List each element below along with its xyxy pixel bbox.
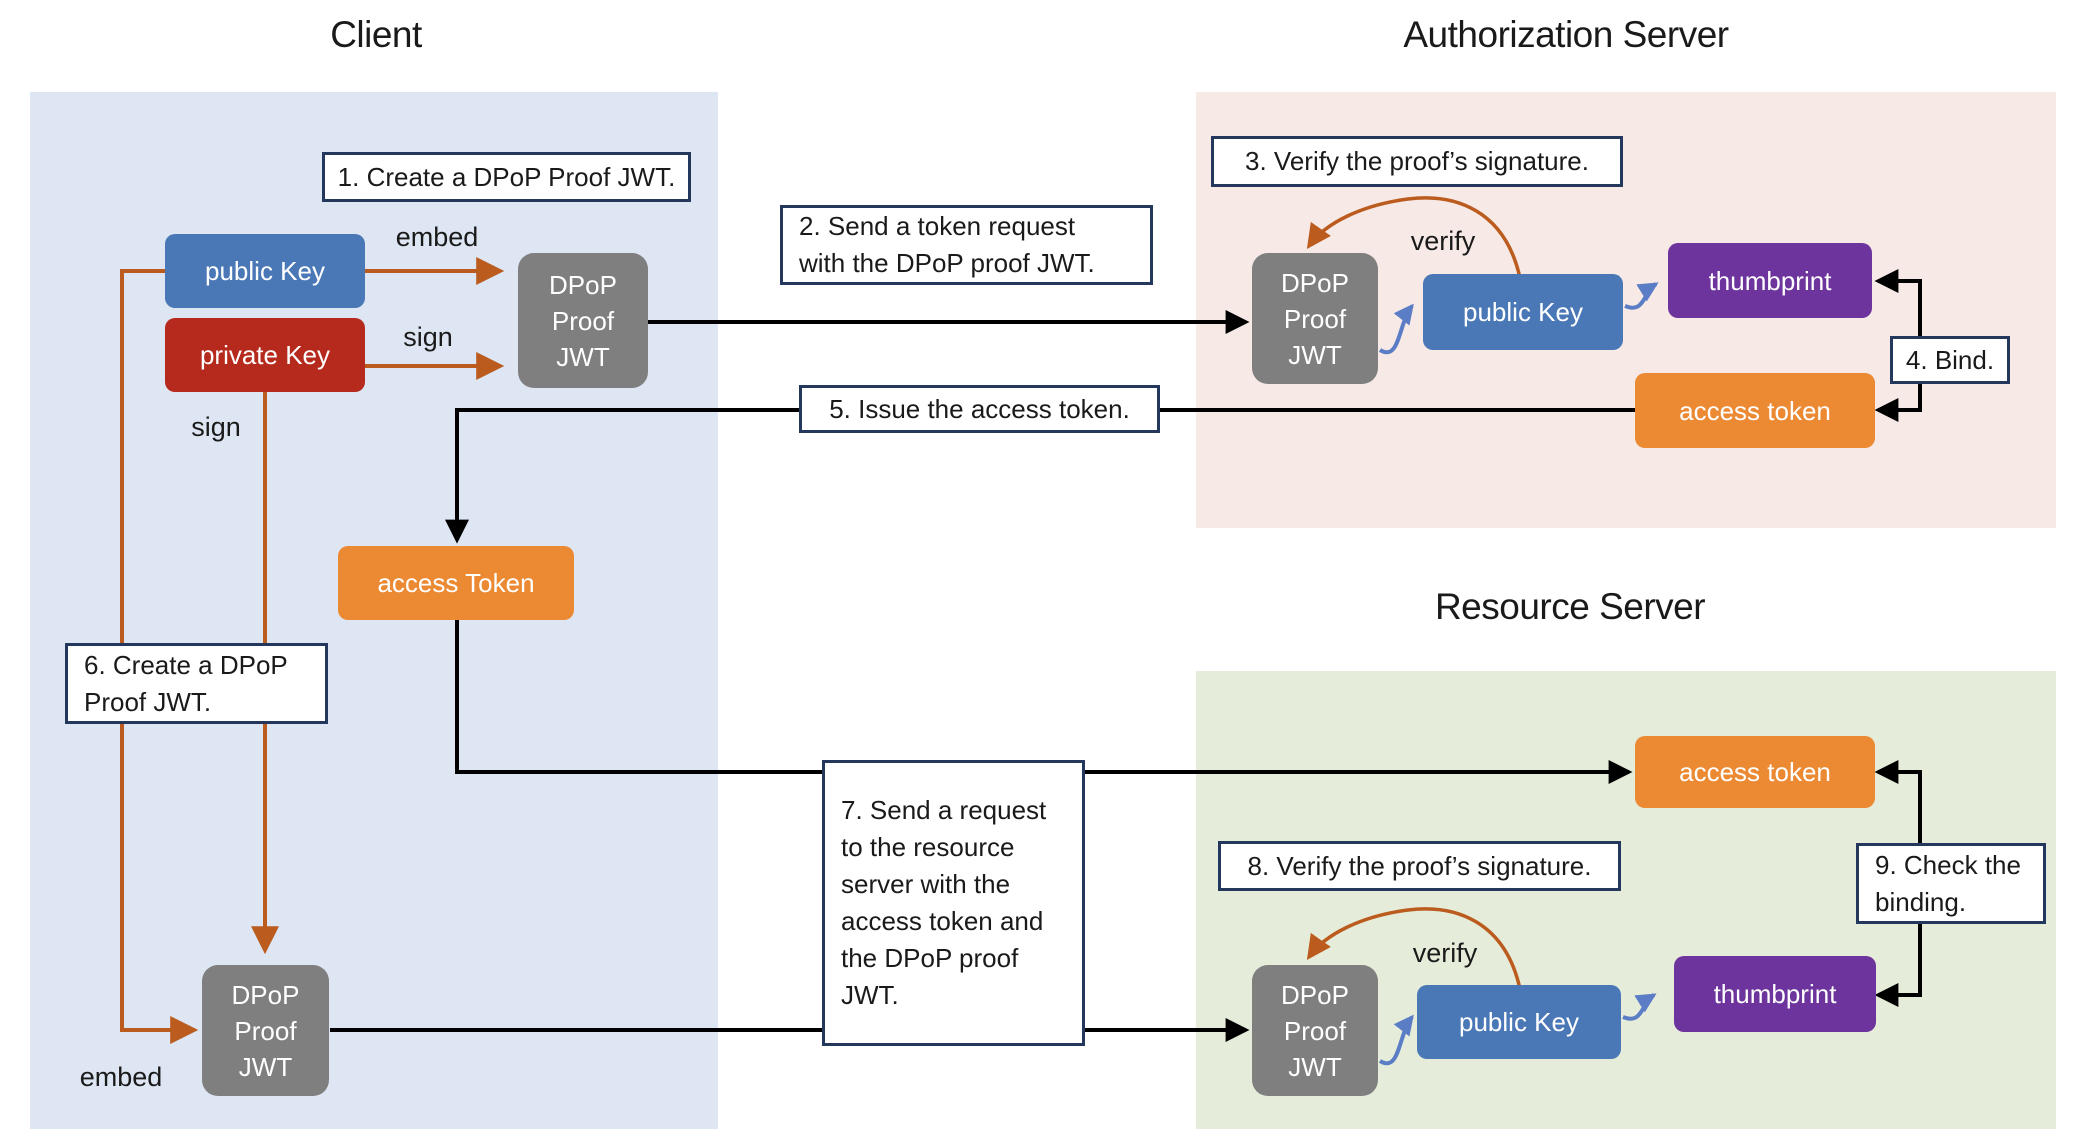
auth-public-key-node: public Key — [1423, 274, 1623, 350]
curve-jwt-to-publickey-resource — [1378, 1014, 1414, 1066]
sign-label-top: sign — [403, 322, 453, 352]
step-9-box: 9. Check the binding. — [1856, 843, 2046, 924]
resource-access-token-node: access token — [1635, 736, 1875, 808]
curve-jwt-to-publickey-auth — [1378, 303, 1414, 355]
resource-server-title: Resource Server — [1434, 586, 1706, 627]
resource-thumbprint-node: thumbprint — [1674, 956, 1876, 1032]
auth-thumbprint-node: thumbprint — [1668, 243, 1872, 318]
arrow-resource-request-token — [455, 620, 1633, 784]
arc-verify-resource — [1306, 907, 1522, 990]
client-private-key-node: private Key — [165, 318, 365, 392]
arrow-issue-access-token — [445, 408, 1635, 544]
curve-publickey-to-thumbprint-auth — [1624, 282, 1659, 310]
verify-label-resource: verify — [1412, 938, 1478, 968]
step-3-box: 3. Verify the proof’s signature. — [1211, 136, 1623, 187]
step-5-box: 5. Issue the access token. — [799, 385, 1160, 433]
step-4-box: 4. Bind. — [1890, 336, 2010, 384]
client-public-key-node: public Key — [165, 234, 365, 308]
auth-access-token-node: access token — [1635, 373, 1875, 448]
client-access-token-node: access Token — [338, 546, 574, 620]
step-7-box: 7. Send a request to the resource server… — [822, 760, 1085, 1046]
resource-dpop-jwt-node: DPoP Proof JWT — [1252, 965, 1378, 1096]
auth-dpop-jwt-node: DPoP Proof JWT — [1252, 253, 1378, 384]
curve-publickey-to-thumbprint-resource — [1622, 993, 1657, 1021]
embed-label-top: embed — [395, 222, 479, 252]
client-dpop-jwt-node-bottom: DPoP Proof JWT — [202, 965, 329, 1096]
step-8-box: 8. Verify the proof’s signature. — [1218, 841, 1621, 891]
arc-verify-auth — [1306, 196, 1522, 279]
step-6-box: 6. Create a DPoP Proof JWT. — [65, 643, 328, 724]
client-dpop-jwt-node-top: DPoP Proof JWT — [518, 253, 648, 388]
sign-label-left: sign — [191, 412, 241, 442]
client-title: Client — [330, 14, 422, 55]
resource-public-key-node: public Key — [1417, 985, 1621, 1059]
step-1-box: 1. Create a DPoP Proof JWT. — [322, 152, 691, 202]
verify-label-auth: verify — [1410, 226, 1476, 256]
authorization-server-title: Authorization Server — [1403, 14, 1729, 55]
step-2-box: 2. Send a token request with the DPoP pr… — [780, 205, 1153, 285]
embed-label-bottom: embed — [79, 1062, 163, 1092]
